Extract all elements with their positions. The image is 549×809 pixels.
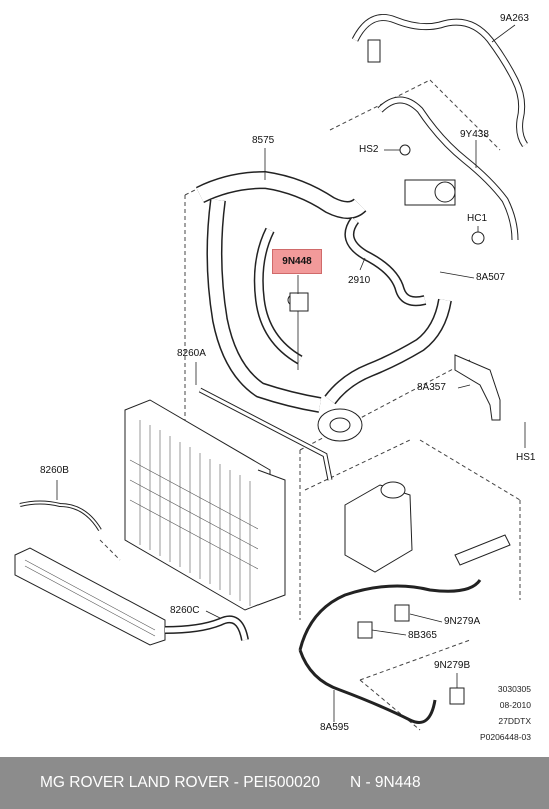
label-8a357: 8A357 (417, 382, 446, 393)
footer-bar: MG ROVER LAND ROVER - PEI500020 N - 9N44… (0, 757, 549, 809)
label-8260b: 8260B (40, 465, 69, 476)
label-hs1: HS1 (516, 452, 536, 463)
label-8260c: 8260C (170, 605, 200, 616)
label-9n279b: 9N279B (434, 660, 471, 671)
meta-date: 08-2010 (499, 700, 531, 710)
label-8260a: 8260A (177, 348, 206, 359)
label-9n448: 9N448 (282, 256, 312, 267)
parts-diagram: 9A263 8575 HS2 9Y438 HC1 9N448 2910 8A50… (14, 13, 536, 742)
label-2910: 2910 (348, 275, 371, 286)
label-8a507: 8A507 (476, 272, 505, 283)
label-9n279a: 9N279A (444, 616, 481, 627)
highlight-9n448[interactable]: 9N448 (272, 249, 322, 274)
footer-part: N - 9N448 (349, 774, 421, 791)
meta-code-3: P0206448-03 (479, 732, 531, 742)
meta-code-1: 3030305 (497, 684, 531, 694)
label-8575: 8575 (252, 135, 275, 146)
label-8a595: 8A595 (320, 722, 349, 733)
meta-code-2: 27DDTX (498, 716, 531, 726)
label-hs2: HS2 (359, 144, 379, 155)
diagram-drawing (14, 14, 528, 731)
label-9y438: 9Y438 (460, 129, 489, 140)
label-8b365: 8B365 (408, 630, 437, 641)
footer-brand: MG ROVER LAND ROVER - PEI500020 (40, 774, 320, 791)
label-9a263: 9A263 (500, 13, 529, 24)
label-hc1: HC1 (467, 213, 488, 224)
